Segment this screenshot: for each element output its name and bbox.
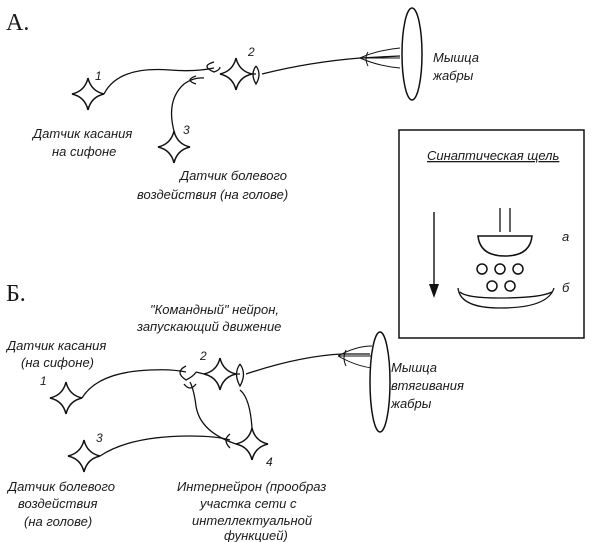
- neuron-b1-number: 1: [40, 374, 47, 388]
- axon-b4-to-synapse: [239, 389, 253, 429]
- inset-title: Синаптическая щель: [427, 148, 559, 163]
- muscle-b-label-1: Мышца: [391, 360, 437, 375]
- vesicle-icon: [486, 280, 498, 292]
- vesicle-icon: [512, 263, 524, 275]
- neuron-a1-number: 1: [95, 69, 102, 83]
- panel-b-letter: Б.: [6, 281, 26, 307]
- muscle-b-icon: [369, 331, 391, 433]
- direction-arrow-head-icon: [429, 284, 439, 298]
- axon-a3: [170, 77, 205, 132]
- synapse-b1-terminal-icon: [179, 365, 197, 381]
- synapse-a3-terminal-icon: [189, 75, 197, 85]
- endplate-b-icon: [337, 345, 373, 369]
- pain-sensor-b-label-3: (на голове): [24, 514, 92, 529]
- neuron-b2-icon: [203, 357, 237, 391]
- touch-sensor-a-label-1: Датчик касания: [31, 126, 132, 141]
- pain-sensor-b-label-1: Датчик болевого: [6, 479, 115, 494]
- inset-label-a: а: [562, 229, 569, 244]
- axon-b2: [245, 353, 370, 375]
- interneuron-label-2: участка сети с: [199, 496, 297, 511]
- pain-sensor-a-label-1: Датчик болевого: [178, 168, 287, 183]
- muscle-a-icon: [401, 7, 423, 101]
- touch-sensor-a-label-2: на сифоне: [52, 144, 116, 159]
- neuron-b4-number: 4: [266, 455, 273, 469]
- synapse-a2-terminal-icon: [252, 65, 260, 86]
- vesicle-icon: [504, 280, 516, 292]
- synapse-b2-terminal-icon: [235, 363, 245, 388]
- axon-a1: [103, 67, 215, 95]
- muscle-a-label-1: Мышца: [433, 50, 479, 65]
- endplate-a-icon: [359, 47, 401, 69]
- pain-sensor-a-label-2: воздействия (на голове): [137, 187, 288, 202]
- synapse-b4-terminal-icon: [183, 383, 197, 389]
- neuron-a2-icon: [219, 57, 253, 91]
- vesicle-icon: [494, 263, 506, 275]
- command-neuron-label-1: "Командный" нейрон,: [150, 302, 279, 317]
- presynaptic-terminal-icon: [477, 235, 533, 257]
- neuron-b3-number: 3: [96, 431, 103, 445]
- neuron-b4-icon: [235, 427, 269, 461]
- inset-label-b: б: [562, 280, 570, 295]
- panel-a-letter: А.: [6, 10, 29, 36]
- neuron-b3-icon: [67, 439, 101, 473]
- postsynaptic-membrane-icon: [457, 287, 555, 309]
- neuron-b1-icon: [49, 381, 83, 415]
- neuron-a3-icon: [157, 130, 191, 164]
- muscle-b-label-2: втягивания: [391, 378, 464, 393]
- axon-b3: [99, 435, 231, 457]
- interneuron-label-1: Интернейрон (прообраз: [177, 479, 326, 494]
- axon-b1: [81, 369, 187, 399]
- pain-sensor-b-label-2: воздействия: [18, 496, 97, 511]
- interneuron-label-4: функцией): [224, 528, 288, 542]
- neuron-b2-number: 2: [199, 349, 207, 363]
- neuron-a2-number: 2: [247, 45, 255, 59]
- muscle-b-label-3: жабры: [390, 396, 432, 411]
- axon-a2: [261, 55, 401, 75]
- presynaptic-stalk: [499, 208, 511, 232]
- neuron-a1-icon: [71, 77, 105, 111]
- touch-sensor-b-label-1: Датчик касания: [5, 338, 106, 353]
- touch-sensor-b-label-2: (на сифоне): [21, 355, 94, 370]
- synapse-b2-input-icon: [195, 371, 205, 375]
- neuron-a3-number: 3: [183, 123, 190, 137]
- synapse-a1-terminal-icon: [206, 61, 221, 73]
- interneuron-label-3: интеллектуальной: [192, 513, 312, 528]
- synaptic-cleft-inset: [398, 129, 585, 339]
- muscle-a-label-2: жабры: [432, 68, 474, 83]
- command-neuron-label-2: запускающий движение: [136, 319, 281, 334]
- vesicle-icon: [476, 263, 488, 275]
